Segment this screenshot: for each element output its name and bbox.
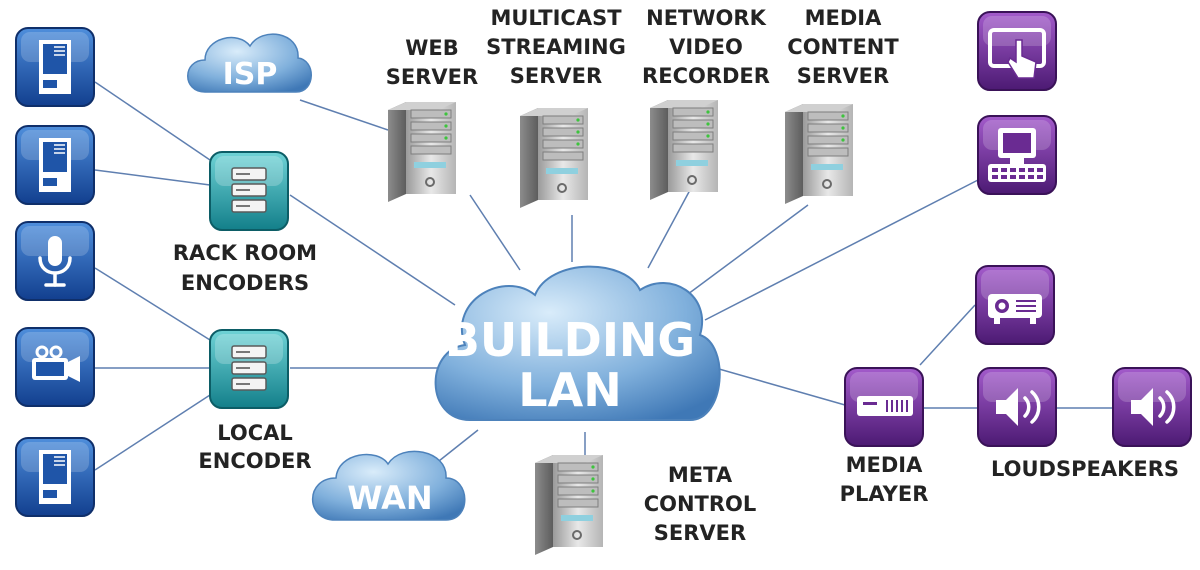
nvr-label-line1: NETWORK bbox=[646, 6, 766, 30]
web-server-label-line2: SERVER bbox=[386, 65, 478, 89]
projector-icon bbox=[988, 294, 1042, 324]
multicast-label-line2: STREAMING bbox=[486, 35, 626, 59]
wall-panel-3 bbox=[15, 437, 95, 517]
building-lan-label-line1: BUILDING bbox=[445, 313, 695, 367]
building-lan-label-line2: LAN bbox=[518, 363, 621, 417]
rack-room-encoders: RACK ROOM ENCODERS bbox=[173, 151, 317, 295]
loudspeaker-2 bbox=[1112, 367, 1192, 447]
media-content-label-line2: CONTENT bbox=[787, 35, 899, 59]
local-encoder: LOCAL ENCODER bbox=[198, 329, 312, 473]
media-player-label-line2: PLAYER bbox=[840, 482, 929, 506]
media-player-label-line1: MEDIA bbox=[846, 453, 923, 477]
multicast-label-line1: MULTICAST bbox=[490, 6, 622, 30]
wan-cloud: WAN bbox=[312, 450, 466, 521]
rack-room-label-line2: ENCODERS bbox=[181, 271, 309, 295]
media-player: MEDIA PLAYER bbox=[840, 367, 929, 506]
speaker-icon bbox=[996, 388, 1041, 426]
meta-label-line1: META bbox=[668, 463, 733, 487]
media-player-icon bbox=[857, 396, 913, 416]
local-encoder-label-line1: LOCAL bbox=[217, 421, 293, 445]
computer-tile bbox=[977, 115, 1057, 195]
microphone-tile bbox=[15, 221, 95, 301]
multicast-label-line3: SERVER bbox=[510, 64, 602, 88]
web-server-label-line1: WEB bbox=[405, 36, 459, 60]
media-content-label-line1: MEDIA bbox=[805, 6, 882, 30]
isp-label: ISP bbox=[223, 57, 278, 92]
wall-panel-icon bbox=[39, 138, 71, 192]
speaker-icon bbox=[1131, 388, 1176, 426]
network-video-recorder: NETWORK VIDEO RECORDER bbox=[642, 6, 770, 201]
wall-panel-2 bbox=[15, 125, 95, 205]
video-camera-icon bbox=[32, 345, 80, 382]
wall-panel-icon bbox=[39, 40, 71, 94]
meta-control-server: META CONTROL SERVER bbox=[534, 454, 757, 556]
local-encoder-icon bbox=[231, 345, 267, 391]
nvr-label-line3: RECORDER bbox=[642, 64, 770, 88]
local-encoder-label-line2: ENCODER bbox=[198, 449, 311, 473]
projector-tile bbox=[975, 265, 1055, 345]
touch-panel-icon bbox=[988, 28, 1046, 79]
video-camera-tile bbox=[15, 327, 95, 407]
isp-cloud: ISP bbox=[187, 33, 312, 93]
wall-panel-1 bbox=[15, 27, 95, 107]
wall-panel-icon bbox=[39, 450, 71, 504]
media-content-label-line3: SERVER bbox=[797, 64, 889, 88]
loudspeakers-label: LOUDSPEAKERS bbox=[991, 457, 1179, 481]
connection-lines bbox=[94, 81, 1113, 481]
media-content-server: MEDIA CONTENT SERVER bbox=[784, 6, 899, 205]
wan-label: WAN bbox=[347, 479, 432, 517]
meta-label-line2: CONTROL bbox=[644, 492, 757, 516]
multicast-streaming-server: MULTICAST STREAMING SERVER bbox=[486, 6, 626, 209]
meta-label-line3: SERVER bbox=[654, 521, 746, 545]
touch-panel-tile bbox=[977, 11, 1057, 91]
computer-icon bbox=[988, 128, 1046, 182]
loudspeaker-1 bbox=[977, 367, 1057, 447]
rack-room-label-line1: RACK ROOM bbox=[173, 241, 317, 265]
nvr-label-line2: VIDEO bbox=[669, 35, 743, 59]
building-lan-cloud: BUILDING LAN bbox=[434, 265, 721, 421]
rack-encoder-icon bbox=[231, 167, 267, 213]
web-server: WEB SERVER bbox=[386, 36, 478, 203]
microphone-icon bbox=[38, 236, 72, 287]
